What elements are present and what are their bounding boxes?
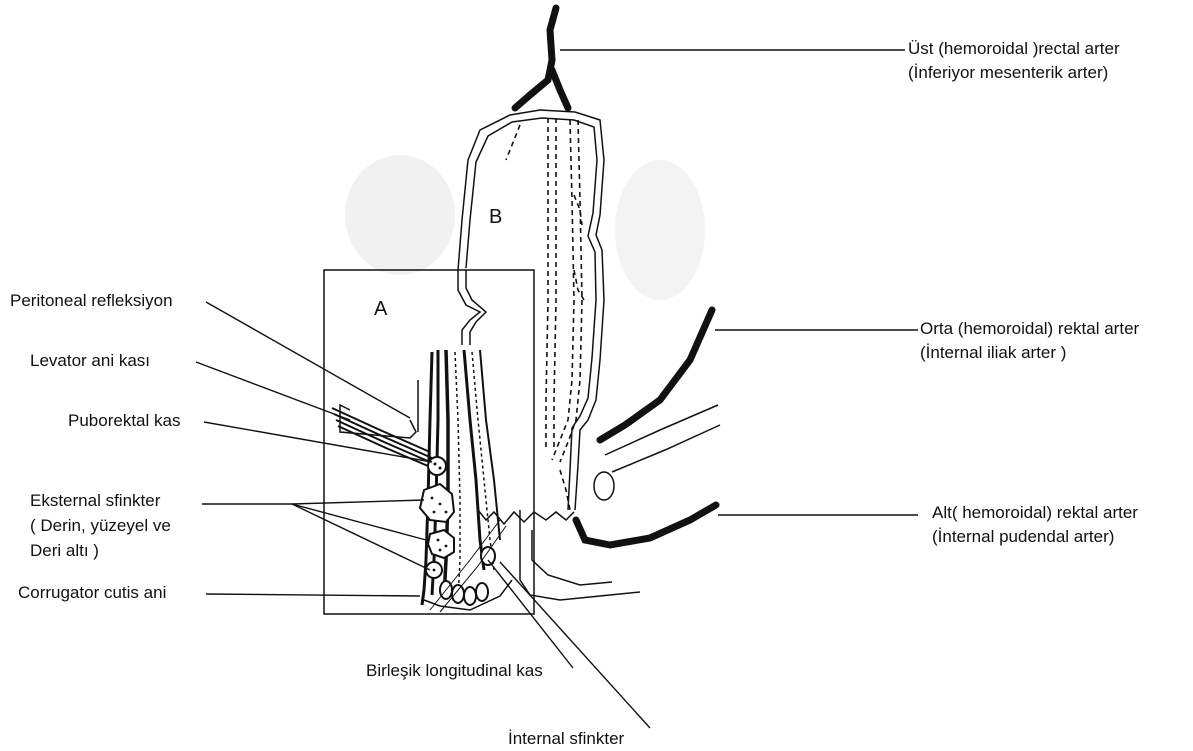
label-external-sphincter-detail-2: Deri altı ) <box>30 540 99 562</box>
label-levator-ani: Levator ani kası <box>30 350 150 372</box>
puborectal-muscle <box>428 457 446 475</box>
label-middle-rectal-artery-origin: (İnternal iliak arter ) <box>920 342 1066 364</box>
intramural-vessels <box>506 118 584 510</box>
stipple-shading <box>345 155 705 300</box>
inferior-rectal-artery <box>576 505 716 545</box>
label-superior-rectal-artery: Üst (hemoroidal )rectal arter <box>908 38 1120 60</box>
label-peritoneal-reflection: Peritoneal refleksiyon <box>10 290 173 312</box>
pelvic-tube <box>594 405 720 500</box>
label-inferior-rectal-artery: Alt( hemoroidal) rektal arter <box>932 502 1138 524</box>
region-b-label: B <box>489 206 502 228</box>
middle-rectal-artery <box>600 310 712 440</box>
levator-ani <box>332 408 432 466</box>
label-superior-rectal-artery-origin: (İnferiyor mesenterik arter) <box>908 62 1108 84</box>
label-middle-rectal-artery: Orta (hemoroidal) rektal arter <box>920 318 1139 340</box>
label-external-sphincter: Eksternal sfinkter <box>30 490 160 512</box>
rectum-wall <box>458 110 640 600</box>
region-a-label: A <box>374 298 387 320</box>
label-internal-sphincter: İnternal sfinkter <box>508 728 624 750</box>
label-corrugator-cutis-ani: Corrugator cutis ani <box>18 582 166 604</box>
superior-rectal-artery <box>515 8 568 108</box>
label-inferior-rectal-artery-origin: (İnternal pudendal arter) <box>932 526 1114 548</box>
label-external-sphincter-detail: ( Derin, yüzeyel ve <box>30 515 171 537</box>
leader-lines <box>196 50 918 728</box>
label-puborectal: Puborektal kas <box>68 410 180 432</box>
label-conjoint-longitudinal: Birleşik longitudinal kas <box>366 660 543 682</box>
